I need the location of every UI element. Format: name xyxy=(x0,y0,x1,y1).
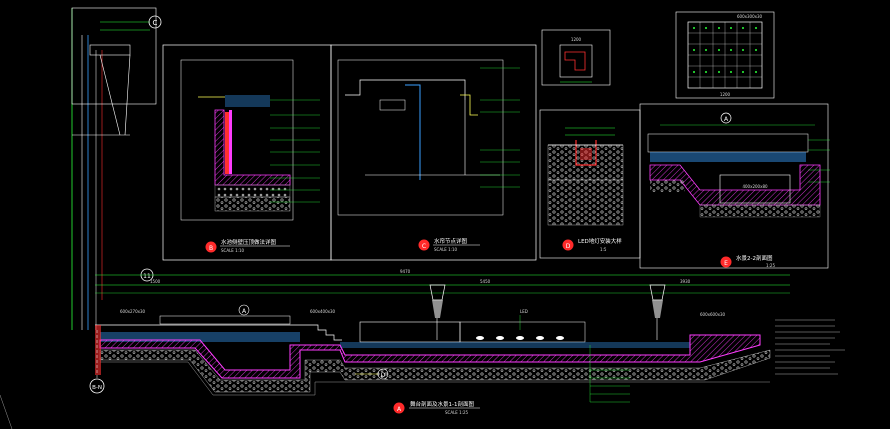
detail-d: D LED地灯安装大样 1:5 xyxy=(539,109,641,259)
svg-text:600x400x30: 600x400x30 xyxy=(310,309,336,314)
svg-text:11: 11 xyxy=(143,273,151,280)
svg-text:600x300x30: 600x300x30 xyxy=(737,14,763,19)
svg-text:A: A xyxy=(724,116,729,123)
detail-c: C 水帘节点详图 SCALE 1:10 xyxy=(330,44,537,261)
detail-c-title: C 水帘节点详图 SCALE 1:10 xyxy=(418,237,480,252)
detail-title: 水帘节点详图 xyxy=(434,237,468,245)
svg-text:A: A xyxy=(397,406,402,413)
svg-text:D: D xyxy=(566,243,571,250)
detail-title: 舞台剖面及水景1-1剖面图 xyxy=(410,400,474,408)
detail-b-title: B 水池侧壁压顶做法详图 SCALE 1:10 xyxy=(205,238,290,253)
detail-title: LED地灯安装大样 xyxy=(578,237,622,245)
section-a: 1500 5450 3930 9470 6 xyxy=(89,269,845,415)
small-plan: 1200 xyxy=(541,29,611,86)
grid-bubble-bottom: B-N xyxy=(89,330,105,394)
detail-e: A 400x200x80 E 水景2-2剖面图 1:25 xyxy=(639,103,830,269)
section-mark-label: C xyxy=(153,19,158,27)
detail-scale: SCALE 1:25 xyxy=(445,410,469,415)
svg-text:5450: 5450 xyxy=(480,279,491,284)
svg-text:3930: 3930 xyxy=(680,279,691,284)
svg-text:1200: 1200 xyxy=(571,37,582,42)
left-elevation-strip: C 11 xyxy=(71,7,162,330)
svg-text:600x600x30: 600x600x30 xyxy=(700,312,726,317)
svg-text:1200: 1200 xyxy=(720,92,731,97)
svg-text:D: D xyxy=(381,372,386,379)
detail-scale: SCALE 1:10 xyxy=(221,248,245,253)
section-a-title: A 舞台剖面及水景1-1剖面图 SCALE 1:25 xyxy=(393,400,480,415)
svg-text:600x270x30: 600x270x30 xyxy=(120,309,146,314)
svg-text:C: C xyxy=(422,243,426,250)
detail-title: 水池侧壁压顶做法详图 xyxy=(221,238,277,246)
svg-text:9470: 9470 xyxy=(400,269,411,274)
svg-text:B: B xyxy=(209,245,213,252)
detail-title: 水景2-2剖面图 xyxy=(736,254,773,262)
detail-e-title: E 水景2-2剖面图 1:25 xyxy=(720,254,775,268)
svg-text:A: A xyxy=(242,308,247,315)
svg-text:1500: 1500 xyxy=(150,279,161,284)
detail-b: B 水池侧壁压顶做法详图 SCALE 1:10 xyxy=(162,44,332,261)
svg-text:B-N: B-N xyxy=(92,385,102,391)
section-mark-c-top: C xyxy=(148,15,162,29)
top-right-plan: 600x300x30 1200 xyxy=(675,11,775,99)
detail-scale: 1:25 xyxy=(766,263,775,268)
svg-text:E: E xyxy=(724,260,728,267)
detail-d-title: D LED地灯安装大样 1:5 xyxy=(562,237,622,252)
detail-scale: 1:5 xyxy=(600,247,607,252)
svg-text:400x200x80: 400x200x80 xyxy=(742,184,768,189)
detail-scale: SCALE 1:10 xyxy=(434,247,458,252)
svg-text:LED: LED xyxy=(520,309,528,314)
